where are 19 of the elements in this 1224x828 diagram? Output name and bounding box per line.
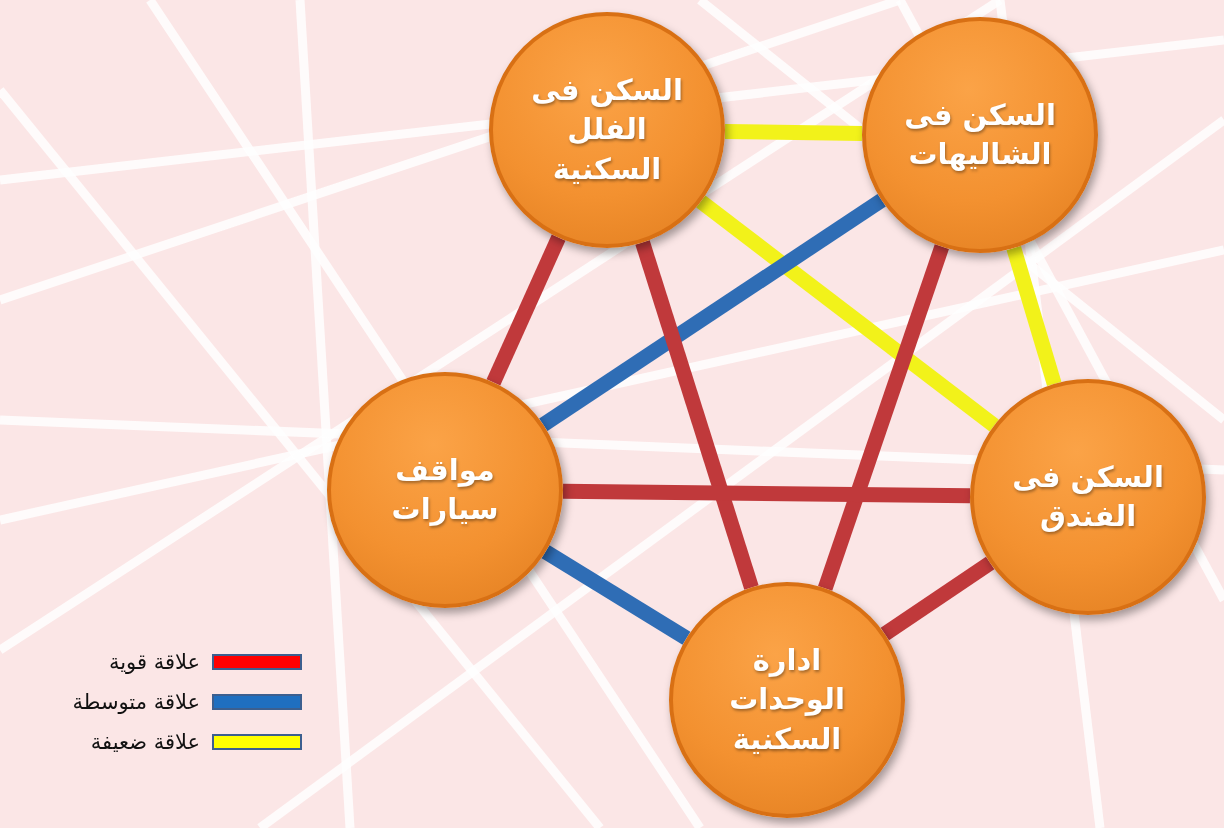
- connector-line: [1006, 245, 1062, 387]
- connector-line: [818, 244, 949, 591]
- topic-label: السكن فى الشاليهات: [903, 96, 1057, 173]
- topic-circle: [327, 372, 563, 608]
- connector-line: [539, 194, 886, 431]
- legend-label: علاقة ضعيفة: [89, 730, 200, 754]
- connector-line: [724, 124, 863, 141]
- connector-line: [880, 556, 995, 641]
- connector-line: [541, 545, 691, 645]
- connector-line: [635, 240, 759, 590]
- legend-label: علاقة متوسطة: [71, 690, 200, 714]
- connector-line: [696, 195, 999, 432]
- topic-label: السكن فى الفندق: [1011, 458, 1165, 535]
- connector-line: [562, 483, 971, 504]
- topic-label: السكن فى الفلل السكنية: [530, 72, 684, 188]
- legend-label: علاقة قوية: [107, 650, 200, 674]
- topic-label: مواقف سيارات: [390, 451, 500, 528]
- topic-label: ادارة الوحدات السكنية: [728, 642, 846, 758]
- connector-line: [486, 234, 566, 386]
